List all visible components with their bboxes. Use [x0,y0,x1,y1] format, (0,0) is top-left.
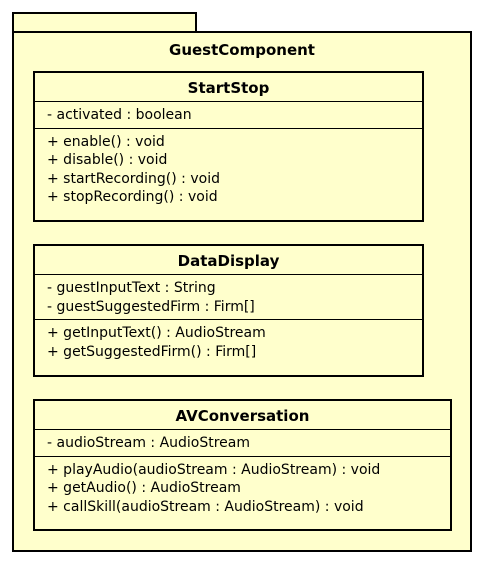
attribute: - activated : boolean [47,107,192,123]
package-name: GuestComponent [169,41,315,59]
attribute: - guestInputText : String [47,280,216,296]
operation: + getAudio() : AudioStream [47,480,241,496]
operation: + getInputText() : AudioStream [47,325,266,341]
class-datadisplay[interactable]: DataDisplay - guestInputText : String - … [33,244,424,377]
class-name: AVConversation [35,401,450,430]
attribute: - audioStream : AudioStream [47,435,251,451]
operation: + playAudio(audioStream : AudioStream) :… [47,461,381,478]
operation: + disable() : void [47,152,168,168]
attributes-compartment: - guestInputText : String - guestSuggest… [35,275,422,320]
operation: + startRecording() : void [47,170,220,187]
attributes-compartment: - audioStream : AudioStream [35,430,450,457]
class-name: StartStop [35,73,422,102]
class-startstop[interactable]: StartStop - activated : boolean + enable… [33,71,424,222]
operation: + stopRecording() : void [47,189,218,205]
operations-compartment: + getInputText() : AudioStream + getSugg… [35,320,422,364]
class-avconversation[interactable]: AVConversation - audioStream : AudioStre… [33,399,452,531]
class-name: DataDisplay [35,246,422,275]
operation: + callSkill(audioStream : AudioStream) :… [47,498,364,515]
operations-compartment: + enable() : void + disable() : void + s… [35,129,422,210]
operations-compartment: + playAudio(audioStream : AudioStream) :… [35,457,450,520]
attributes-compartment: - activated : boolean [35,102,422,129]
package-tab [12,12,197,33]
operation: + getSuggestedFirm() : Firm[] [47,343,257,360]
attribute: - guestSuggestedFirm : Firm[] [47,298,255,315]
operation: + enable() : void [47,133,165,150]
